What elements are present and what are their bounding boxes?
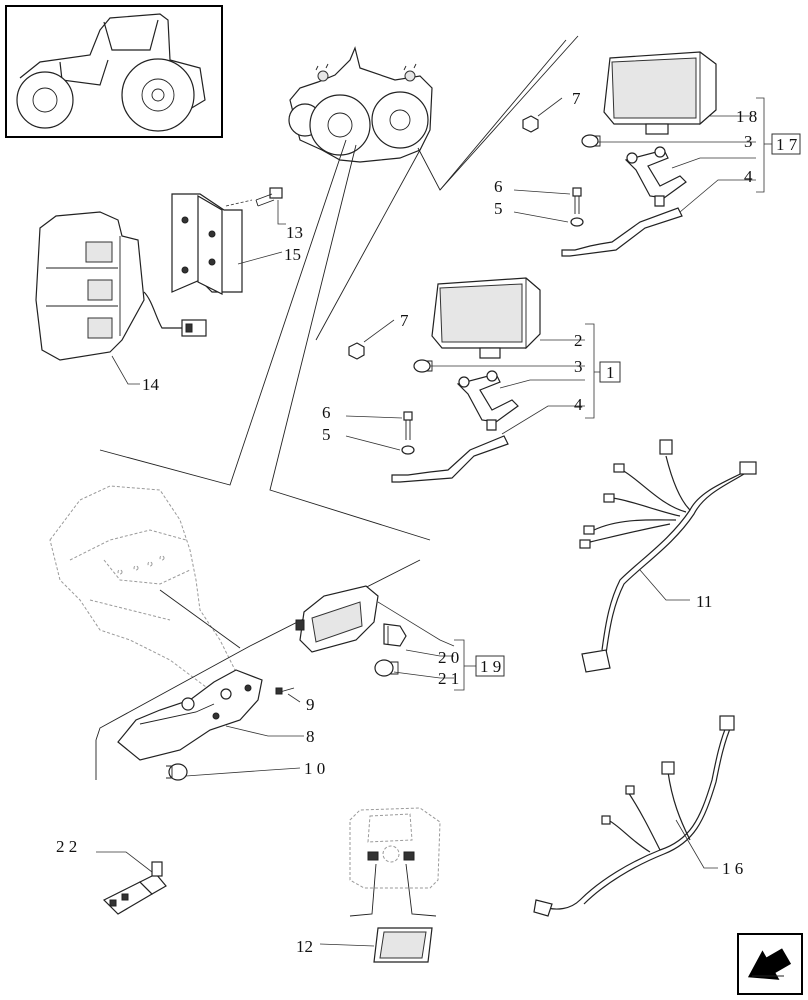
bulb-20 bbox=[383, 623, 407, 647]
tractor-rear-ghost bbox=[349, 807, 441, 917]
callout-15: 15 bbox=[284, 245, 301, 264]
reflector-12 bbox=[373, 927, 433, 963]
callout-10: 1 0 bbox=[304, 759, 325, 778]
side-marker-lamp bbox=[295, 585, 379, 653]
washer-5-upper bbox=[570, 217, 584, 227]
bulb-21 bbox=[374, 659, 399, 677]
wiring-harness-11 bbox=[579, 439, 757, 673]
callout-7-lower: 7 bbox=[400, 311, 409, 330]
work-lamp-upper bbox=[603, 51, 717, 135]
callout-21: 2 1 bbox=[438, 669, 459, 688]
bracket-upper bbox=[624, 146, 687, 207]
work-lamp-lower bbox=[431, 277, 541, 359]
callout-4-upper: 4 bbox=[744, 167, 753, 186]
nut-7-upper bbox=[522, 115, 539, 133]
callout-8: 8 bbox=[306, 727, 315, 746]
callout-17: 1 7 bbox=[776, 135, 798, 154]
callout-3-upper: 3 bbox=[744, 132, 753, 151]
nut-7-lower bbox=[348, 342, 365, 360]
connector-22 bbox=[102, 861, 167, 915]
bolt-6-upper bbox=[572, 187, 582, 214]
bolt-13 bbox=[255, 187, 283, 207]
callout-16: 1 6 bbox=[722, 859, 743, 878]
mounting-plate-upper bbox=[561, 207, 683, 257]
mounting-bracket bbox=[171, 193, 243, 295]
wiring-harness-16 bbox=[533, 715, 735, 917]
fender-ghost bbox=[49, 485, 241, 691]
bulb-10 bbox=[166, 763, 188, 781]
bulb-3-lower bbox=[413, 359, 433, 373]
next-page-arrow-icon[interactable] bbox=[737, 933, 803, 995]
washer-5-lower bbox=[401, 445, 415, 455]
fender-light bbox=[117, 669, 263, 761]
callout-4-lower: 4 bbox=[574, 395, 583, 414]
mounting-plate-lower bbox=[391, 435, 509, 483]
tractor-rear-view bbox=[288, 46, 433, 163]
callout-20: 2 0 bbox=[438, 648, 459, 667]
callout-9: 9 bbox=[306, 695, 315, 714]
callout-12: 12 bbox=[296, 937, 313, 956]
callout-6-lower: 6 bbox=[322, 403, 331, 422]
rear-light-unit bbox=[35, 211, 207, 361]
bolt-6-lower bbox=[403, 411, 413, 440]
callout-1: 1 bbox=[606, 363, 615, 382]
callout-14: 14 bbox=[142, 375, 160, 394]
callout-3-lower: 3 bbox=[574, 357, 583, 376]
callout-7-upper: 7 bbox=[572, 89, 581, 108]
screw-9 bbox=[275, 687, 295, 695]
bracket-lower bbox=[456, 370, 519, 431]
callout-18: 1 8 bbox=[736, 107, 757, 126]
callout-13: 13 bbox=[286, 223, 303, 242]
callout-5-lower: 5 bbox=[322, 425, 331, 444]
tractor-thumbnail-icon bbox=[5, 5, 223, 138]
callout-11: 11 bbox=[696, 592, 712, 611]
callout-19: 1 9 bbox=[480, 657, 501, 676]
callout-5-upper: 5 bbox=[494, 199, 503, 218]
callout-6-upper: 6 bbox=[494, 177, 503, 196]
callout-22: 2 2 bbox=[56, 837, 77, 856]
callout-2: 2 bbox=[574, 331, 583, 350]
bulb-3-upper bbox=[581, 134, 601, 148]
